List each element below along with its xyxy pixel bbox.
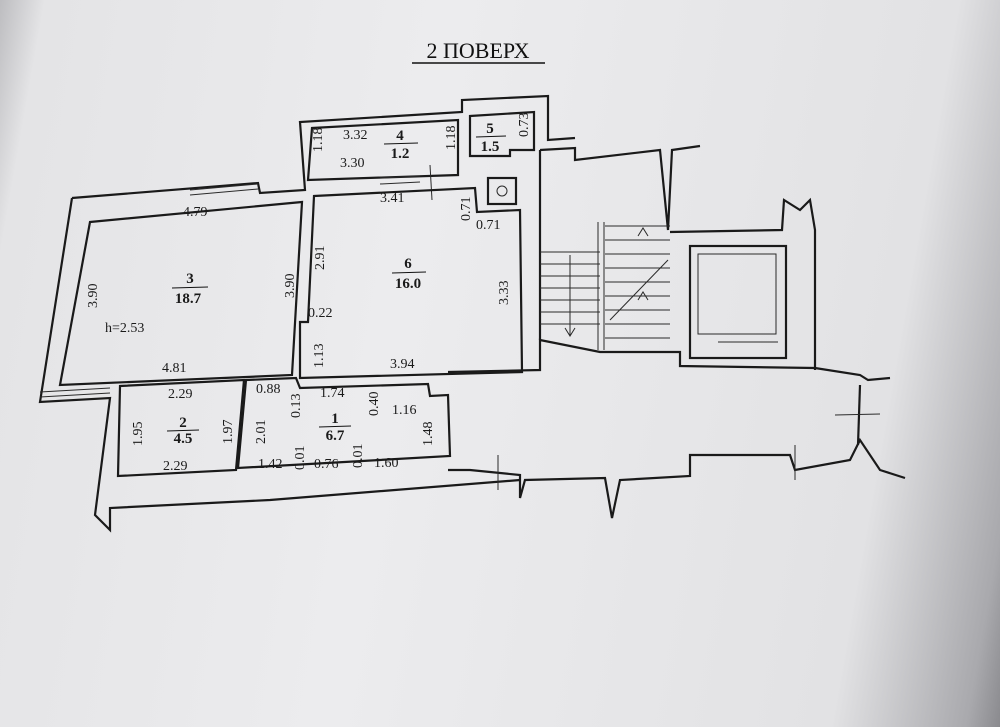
- dim: 3.32: [343, 128, 368, 143]
- room-4-number: 4: [396, 128, 404, 144]
- dim: 2.29: [168, 387, 193, 402]
- ceiling-height: h=2.53: [105, 321, 144, 336]
- dim: 1.16: [392, 403, 417, 418]
- dim: 4.81: [162, 361, 187, 376]
- dim: 0.22: [308, 306, 333, 321]
- dim: 0.76: [314, 457, 339, 472]
- dim: 1.74: [320, 386, 345, 401]
- dim: 1.18: [444, 126, 459, 151]
- dim: 4.79: [183, 205, 208, 220]
- dim: 1.18: [311, 128, 326, 153]
- dim: 0.01: [351, 444, 366, 469]
- room-6-number: 6: [404, 256, 412, 272]
- room-2-number: 2: [179, 415, 187, 431]
- room-3-area: 18.7: [175, 291, 202, 307]
- dim: 1.48: [421, 422, 436, 447]
- room-5-area: 1.5: [481, 139, 500, 155]
- dim: 3.90: [283, 274, 298, 299]
- plan-title: 2 ПОВЕРХ: [427, 38, 530, 63]
- room-labels: 3 18.7 6 16.0 4 1.2 5 1.5 2 4.5 1 6.7 h=…: [105, 121, 507, 447]
- dim: 0.40: [367, 392, 382, 417]
- dim: 0.01: [293, 446, 308, 471]
- dimensions: 3.32 3.30 1.18 1.18 0.73 4.79 4.81 3.90 …: [86, 113, 532, 475]
- dim: 3.33: [497, 281, 512, 306]
- dim: 2.01: [254, 420, 269, 445]
- dim: 3.90: [86, 284, 101, 309]
- dim: 2.29: [163, 459, 188, 474]
- room-6-area: 16.0: [395, 276, 421, 292]
- dim: 1.60: [374, 456, 399, 471]
- dim: 0.73: [517, 113, 532, 138]
- dim: 0.71: [459, 197, 474, 222]
- dim: 1.42: [258, 457, 283, 472]
- dim: 3.41: [380, 191, 405, 206]
- room-5-number: 5: [486, 121, 494, 137]
- room-1-number: 1: [331, 411, 339, 427]
- dim: 2.91: [313, 246, 328, 271]
- room-1-area: 6.7: [326, 428, 345, 444]
- dim: 0.88: [256, 382, 281, 397]
- dim: 0.71: [476, 218, 501, 233]
- dim: 0.13: [289, 394, 304, 419]
- dim: 1.95: [131, 422, 146, 447]
- room-4-area: 1.2: [391, 146, 410, 162]
- dim: 3.30: [340, 156, 365, 171]
- dim: 1.97: [221, 420, 236, 445]
- dim: 3.94: [390, 357, 415, 372]
- walls: [38, 94, 906, 533]
- dim: 1.13: [312, 344, 327, 369]
- room-2-area: 4.5: [174, 431, 193, 447]
- room-3-number: 3: [186, 271, 194, 287]
